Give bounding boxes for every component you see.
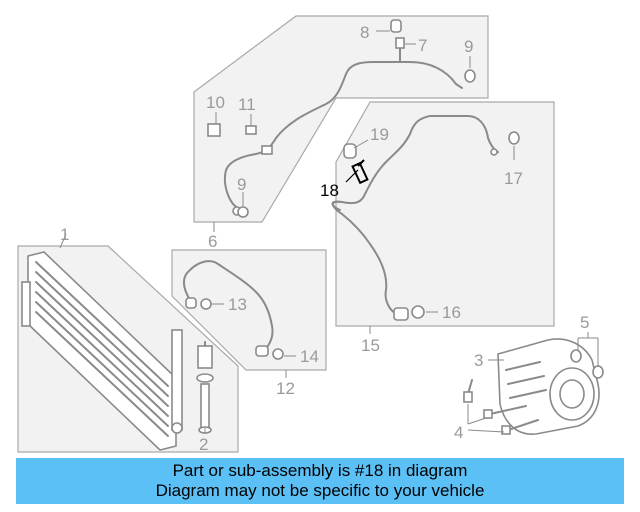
callout-1: 1 [60, 225, 69, 244]
hose-part [183, 260, 274, 357]
suction-line-panel [335, 101, 555, 327]
banner-line-2: Diagram may not be specific to your vehi… [155, 481, 485, 500]
callout-5: 5 [580, 313, 589, 332]
condenser-part [21, 251, 183, 451]
callout-10: 10 [206, 93, 225, 112]
callout-19: 19 [370, 125, 389, 144]
callout-7: 7 [418, 36, 427, 55]
callout-16: 16 [442, 303, 461, 322]
part-16 [411, 305, 425, 319]
callout-2: 2 [199, 435, 208, 454]
callout-4: 4 [454, 423, 463, 442]
receiver-drier-part [196, 341, 214, 434]
info-banner: Part or sub-assembly is #18 in diagram D… [16, 458, 624, 504]
callout-15: 15 [361, 336, 380, 355]
callout-19-leader [353, 139, 369, 149]
part-7 [395, 37, 405, 49]
callout-17: 17 [504, 169, 523, 188]
banner-line-1: Part or sub-assembly is #18 in diagram [172, 461, 468, 480]
part-14 [272, 348, 284, 360]
part-4-bolts [463, 379, 539, 435]
callout-6: 6 [208, 232, 217, 251]
callout-14: 14 [300, 347, 319, 366]
callout-18-leader [345, 169, 359, 183]
part-8 [390, 19, 402, 33]
part-13 [200, 298, 212, 310]
compressor-part [497, 338, 600, 435]
suction-line-part [331, 115, 499, 321]
callout-12: 12 [276, 379, 295, 398]
callout-1-leader [59, 233, 67, 249]
callout-5-leader [577, 332, 599, 366]
part-19 [343, 143, 357, 159]
callout-11: 11 [238, 95, 256, 114]
part-11 [245, 125, 257, 135]
liquid-line-panel [193, 15, 489, 223]
part-9-top [464, 69, 476, 83]
callout-8: 8 [360, 23, 369, 42]
callout-3: 3 [474, 351, 483, 370]
part-9-lower [237, 206, 249, 218]
part-10 [207, 123, 221, 137]
callout-9a: 9 [464, 37, 473, 56]
callout-13: 13 [228, 295, 247, 314]
callout-4-leader [467, 404, 505, 433]
callout-9b: 9 [237, 175, 246, 194]
part-18-highlighted [351, 159, 369, 185]
part-17 [508, 131, 520, 145]
callout-18: 18 [320, 181, 339, 200]
